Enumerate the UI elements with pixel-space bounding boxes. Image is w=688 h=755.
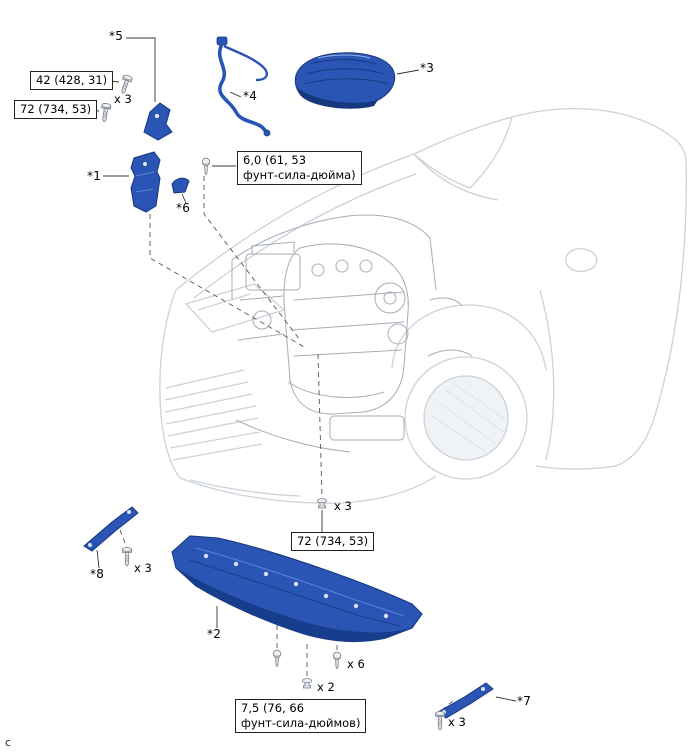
torque-spec-box-72-bottom: 72 (734, 53) [291, 532, 375, 552]
bolt-icon [435, 711, 445, 731]
bolt-icon [122, 547, 132, 567]
part4-harness [216, 36, 271, 137]
part2-under-cover [171, 535, 423, 643]
torque-value: 6,0 (61, 53 [243, 153, 307, 167]
qty-label: x 3 [334, 499, 352, 513]
car-body-outline [159, 108, 687, 504]
part7-bracket [437, 682, 494, 719]
torque-spec-box-42: 42 (428, 31) [30, 71, 114, 91]
torque-spec-box-60: 6,0 (61, 53 фунт-сила-дюйма) [237, 151, 362, 186]
part-label-4: *4 [243, 89, 258, 103]
torque-spec-box-72-top: 72 (734, 53) [14, 100, 98, 120]
torque-value: 42 (428, 31) [36, 73, 108, 87]
torque-spec-box-75: 7,5 (76, 66 фунт-сила-дюймов) [235, 699, 367, 734]
part-label-5: *5 [109, 29, 124, 43]
torque-unit: фунт-сила-дюйма) [243, 168, 356, 183]
part-label-2: *2 [207, 627, 222, 641]
part-label-8: *8 [90, 567, 105, 581]
part3-engine-cover [294, 52, 396, 109]
part-label-7: *7 [517, 694, 532, 708]
qty-label: x 3 [134, 561, 152, 575]
part-label-1: *1 [87, 169, 102, 183]
screw-icon [201, 157, 211, 176]
qty-label: x 6 [347, 657, 365, 671]
part-label-6: *6 [176, 201, 191, 215]
engine-assembly [231, 214, 473, 453]
part-label-3: *3 [420, 61, 435, 75]
qty-label: x 3 [448, 715, 466, 729]
part6-clamp [171, 177, 190, 194]
clip-fastener-icon [301, 678, 313, 689]
torque-value: 7,5 (76, 66 [241, 701, 305, 715]
torque-value: 72 (734, 53) [297, 534, 369, 548]
part8-bracket [83, 506, 139, 552]
qty-label: x 3 [114, 92, 132, 106]
page-corner-letter: c [5, 736, 12, 749]
bolt-icon [99, 102, 112, 123]
qty-label: x 2 [317, 680, 335, 694]
torque-value: 72 (734, 53) [20, 102, 92, 116]
part1-bracket [130, 151, 161, 213]
leader-lines [85, 37, 517, 702]
screw-icon [332, 651, 342, 669]
screw-icon [272, 649, 282, 667]
torque-unit: фунт-сила-дюймов) [241, 716, 361, 731]
part5-bracket [143, 102, 173, 141]
